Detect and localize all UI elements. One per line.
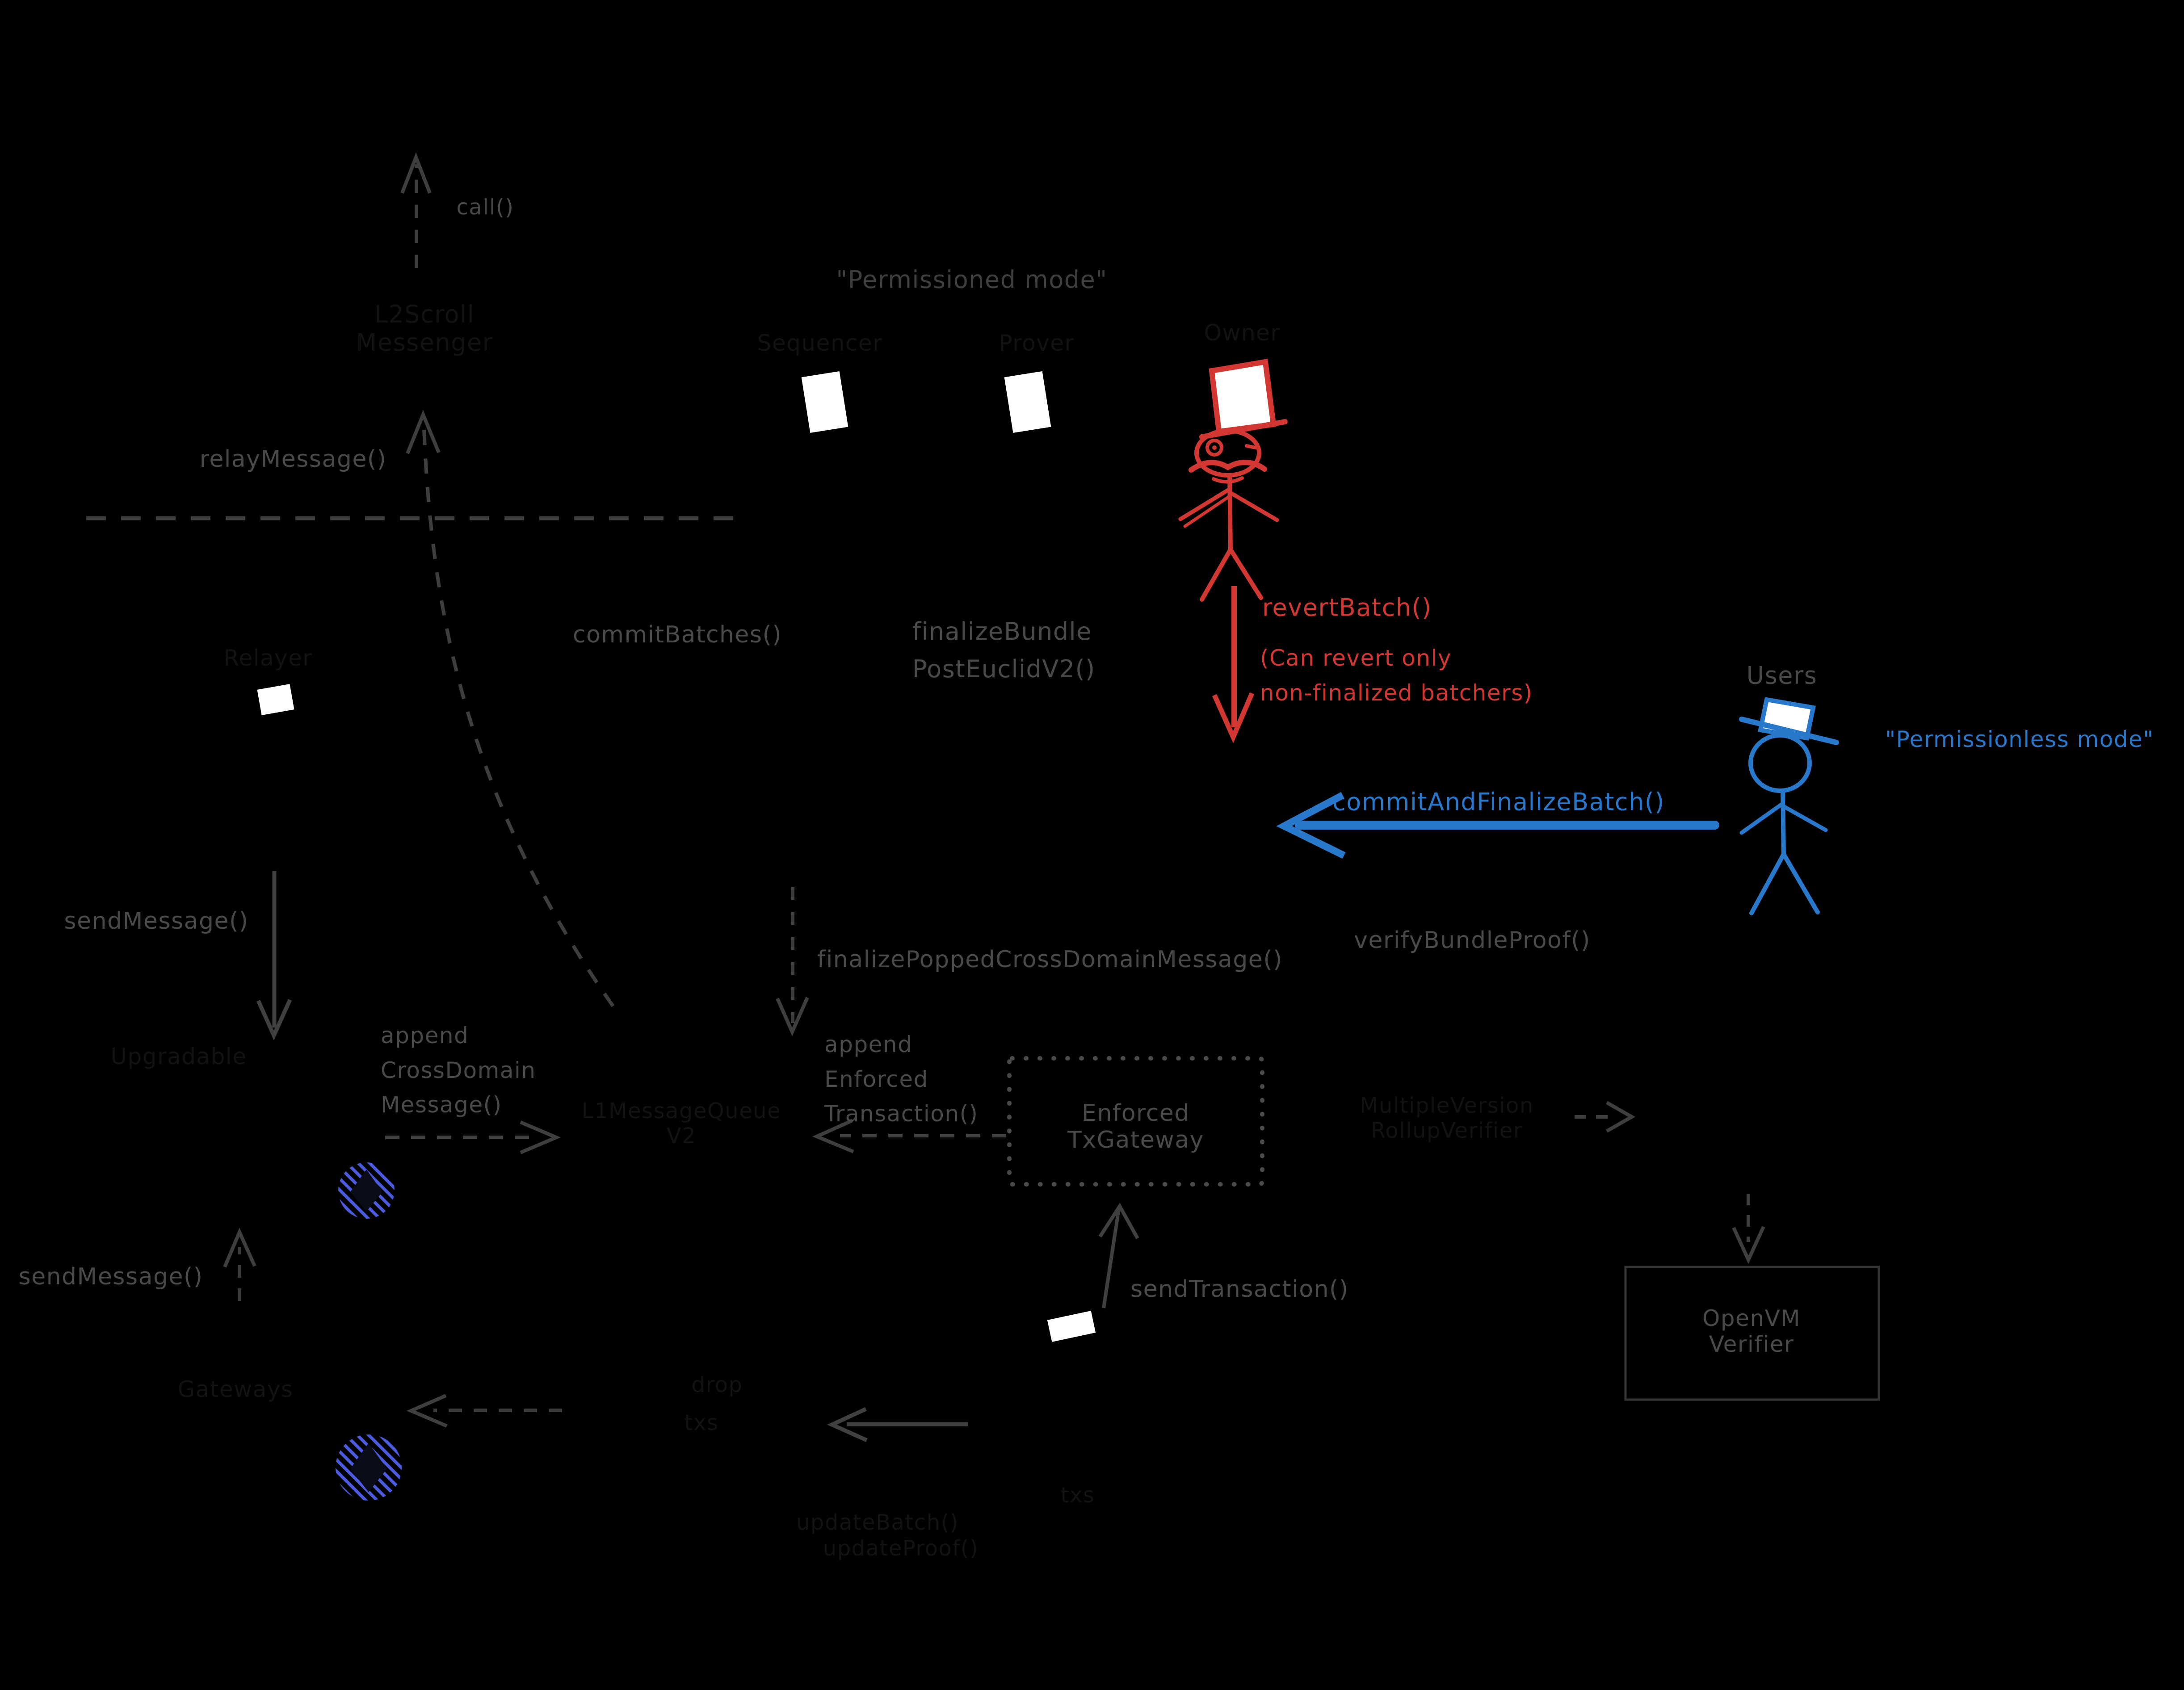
users-label: Users [1746,661,1818,690]
commit-batches-label: commitBatches() [572,621,782,648]
rollup-verifier-label: MultipleVersion RollupVerifier [1360,1093,1534,1143]
prover-label: Prover [999,330,1075,356]
finalize-popped-label: finalizePoppedCrossDomainMessage() [817,946,1283,973]
l2-scroll-messenger-label: L2Scroll Messenger [356,300,493,356]
permissioned-mode-label: "Permissioned mode" [836,265,1108,294]
verify-bundle-proof-label: verifyBundleProof() [1354,927,1591,954]
send-message-2-label: sendMessage() [18,1263,203,1290]
revert-batch-arrow [1212,586,1255,743]
relayer-hat-icon [257,684,294,715]
sequencer-label: Sequencer [757,330,883,356]
append-enforced-label: append Enforced Transaction() [824,1032,979,1127]
relayer-label: Relayer [223,645,313,671]
relay-message-label: relayMessage() [199,446,387,473]
owner-figure-icon [1178,359,1288,602]
append-cross-domain-label: append CrossDomain Message() [381,1023,536,1118]
relay-message-arrow [406,410,615,1007]
bottom-dashed-arrow [406,1394,562,1428]
gateways-label: Gateways [177,1376,294,1402]
bottom-solid-arrow [827,1407,968,1443]
enforced-tx-gateway-label: Enforced TxGateway [1067,1100,1204,1153]
update-1-label: updateBatch() [796,1510,959,1535]
send-message-arrow [256,871,292,1040]
append-cross-domain-arrow [385,1120,561,1154]
drop-label: drop [691,1372,743,1397]
finalize-bundle-label: finalizeBundle PostEuclidV2() [912,617,1096,683]
bottom-user-hat-icon [1047,1311,1096,1342]
send-transaction-arrow [1098,1203,1139,1308]
enforced-tx-gateway-box [1007,1056,1264,1187]
l1-message-queue-label: L1MessageQueue V2 [581,1099,781,1149]
call-label: call() [456,195,514,220]
upgradable-label: Upgradable [110,1044,247,1069]
revert-note-label: (Can revert only non-finalized batchers) [1260,645,1533,706]
commit-and-finalize-arrow [1276,792,1719,859]
send-message-2-arrow [223,1227,256,1301]
update-2-label: updateProof() [823,1536,979,1561]
revert-batch-label: revertBatch() [1262,593,1432,622]
call-arrow [400,152,432,268]
rollup-verifier-arrow [1575,1101,1636,1133]
txs-label: txs [684,1410,719,1435]
sequencer-hat-icon [801,371,848,433]
openvm-arrow [1732,1194,1765,1264]
openvm-verifier-box [1624,1266,1880,1401]
prover-hat-icon [1004,371,1051,433]
ethereum-logo-icon [338,1162,395,1219]
owner-label: Owner [1204,320,1281,346]
send-transaction-label: sendTransaction() [1130,1276,1349,1303]
txs-2-label: txs [1060,1483,1095,1508]
ethereum-logo-2-icon [336,1434,402,1501]
user-figure-icon [1739,697,1839,915]
finalize-popped-arrow [776,887,809,1036]
openvm-verifier-label: OpenVM Verifier [1702,1305,1801,1357]
commit-and-finalize-label: commitAndFinalizeBatch() [1332,788,1665,816]
permissionless-mode-label: "Permissionless mode" [1885,726,2154,752]
send-message-label: sendMessage() [64,908,249,935]
append-enforced-arrow [812,1119,1006,1153]
